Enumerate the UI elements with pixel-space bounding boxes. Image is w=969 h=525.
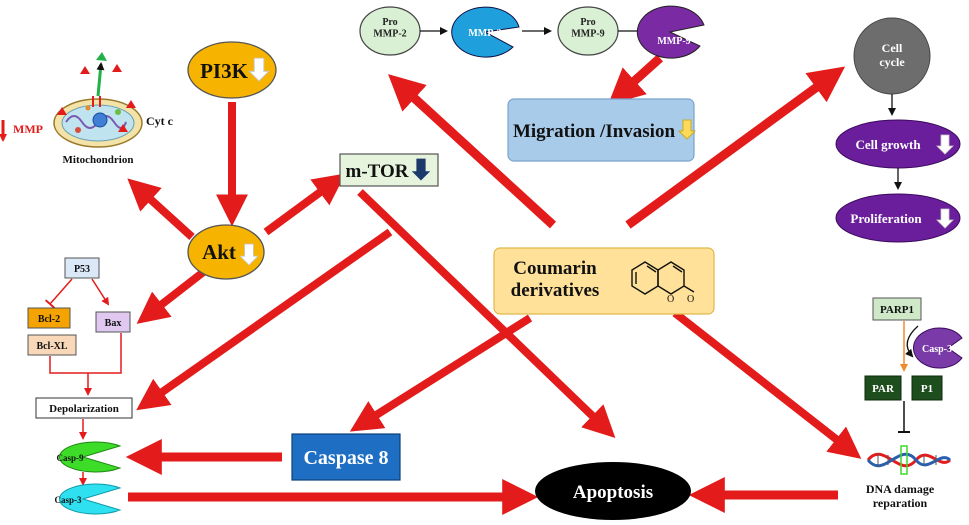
p1-box: [911, 375, 943, 401]
arrow-akt-to-mitochondrion: [127, 178, 195, 240]
arrow-mtor-to-apoptosis: [357, 189, 616, 438]
depolarization-label: Depolarization: [49, 403, 119, 415]
casp3-label: Casp-3: [54, 495, 82, 505]
cell-cycle-text: Cell: [882, 41, 903, 55]
akt-label: Akt: [202, 240, 236, 264]
mmp9-label: MMP-9: [657, 36, 690, 47]
bax-box: [95, 311, 131, 333]
pi3k-node: [187, 41, 277, 99]
mmp-label: MMP: [13, 122, 43, 136]
svg-text:O: O: [687, 294, 694, 305]
proliferation-node: [835, 193, 961, 243]
dna-damage-text: DNA damage: [866, 482, 935, 496]
arrow-coumarin-to-dna: [672, 309, 862, 459]
cell-growth-label: Cell growth: [855, 137, 921, 152]
migration-box: [507, 98, 695, 162]
depolarization-box: [35, 397, 133, 419]
bclxl-label: Bcl-XL: [36, 341, 67, 352]
par-label: PAR: [872, 383, 895, 395]
casp3-parp-node: [913, 327, 963, 369]
mmp2-label: MMP-2: [468, 28, 501, 39]
bcl2-label: Bcl-2: [38, 314, 60, 325]
p53-label: P53: [74, 264, 90, 275]
coumarin-box: [493, 247, 715, 315]
migration-down-icon: [678, 119, 696, 140]
arrow-to-depolarization: [136, 228, 393, 411]
pi3k-label: PI3K: [200, 59, 249, 83]
par-box: [864, 375, 902, 401]
pro-mmp2-text: Pro: [382, 17, 397, 28]
caspase8-label: Caspase 8: [303, 447, 388, 469]
casp3-parp-label: Casp-3: [922, 344, 952, 355]
proliferation-label: Proliferation: [850, 211, 922, 226]
pro-mmp9-text: Pro: [580, 17, 595, 28]
bcl2-box: [27, 307, 71, 329]
pro-mmp2-text-line-2: MMP-2: [373, 29, 406, 40]
arrow-akt-to-mtor: [263, 173, 346, 236]
mmp2-node: [451, 6, 520, 58]
coumarin-text-line-2: derivatives: [511, 280, 600, 301]
arrow-coumarin-to-mmp: [388, 74, 557, 229]
apoptosis-node: [535, 462, 691, 520]
arrow-mmp9-to-migration: [607, 54, 664, 105]
bax-label: Bax: [105, 318, 122, 329]
coumarin-text: Coumarin: [513, 258, 597, 279]
mitochondrion-label: Mitochondrion: [63, 154, 134, 166]
parp1-label: PARP1: [880, 304, 914, 316]
mtor-label: m-TOR: [346, 161, 409, 182]
coumarin-structure-icon: O O: [631, 261, 695, 305]
big-arrows: [125, 54, 862, 515]
mtor-down-icon: [411, 158, 431, 181]
casp9-label: Casp-9: [56, 453, 84, 463]
parp1-box: [872, 297, 922, 321]
mitochondrion-icon: MMP: [0, 52, 143, 148]
casp3-node: [59, 483, 122, 515]
svg-text:O: O: [667, 294, 674, 305]
dna-helix-icon: [866, 445, 952, 475]
cytc-label: Cyt c: [146, 114, 174, 128]
pro-mmp9-text-line-2: MMP-9: [571, 29, 604, 40]
caspase8-box: [291, 433, 401, 481]
p1-label: P1: [921, 383, 933, 395]
apoptosis-label: Apoptosis: [573, 482, 653, 503]
p53-box: [64, 257, 100, 279]
casp9-node: [59, 441, 122, 473]
arrow-coumarin-to-caspase8: [349, 314, 533, 432]
akt-node: [187, 224, 265, 280]
arrow-akt-to-bax: [136, 266, 209, 324]
arrow-coumarin-to-cell-cycle: [625, 66, 846, 229]
bclxl-box: [27, 334, 77, 356]
dna-damage-text-line-2: reparation: [873, 496, 928, 510]
mmp9-node: [636, 5, 705, 59]
migration-label: Migration /Invasion: [513, 121, 675, 142]
cell-cycle-text-line-2: cycle: [879, 55, 905, 69]
